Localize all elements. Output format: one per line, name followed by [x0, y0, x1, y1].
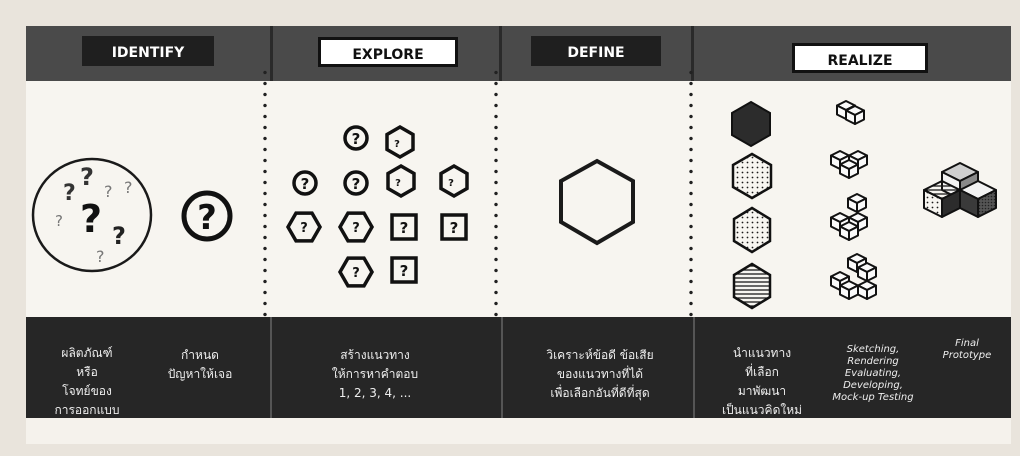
diagram-body	[26, 81, 1011, 343]
idea-option-icon: ?	[292, 170, 318, 196]
question-mark: ?	[352, 266, 360, 281]
stage-label-define: DEFINE	[531, 36, 661, 66]
idea-option-icon: ?	[343, 125, 369, 151]
dotted-divider	[263, 67, 267, 317]
question-mark: ?	[197, 198, 217, 238]
idea-option-icon: ?	[343, 170, 369, 196]
stage-label-identify: IDENTIFY	[82, 36, 214, 66]
cube-cluster-icon	[836, 100, 865, 125]
realize-description-1: นำแนวทาง ที่เลือก มาพัฒนา เป็นแนวคิดใหม่	[721, 346, 803, 417]
idea-option-icon: ?	[440, 213, 468, 241]
question-mark: ?	[400, 219, 409, 237]
idea-option-icon: ?	[285, 211, 323, 243]
question-mark: ?	[300, 221, 308, 236]
identify-description-1: ผลิตภัณฑ์ หรือ โจทย์ของ การออกแบบ	[54, 346, 120, 417]
question-mark: ?	[450, 219, 459, 237]
idea-option-icon: ?	[337, 211, 375, 243]
explore-description: สร้างแนวทาง ให้การหาคำตอบ 1, 2, 3, 4, ..…	[331, 348, 419, 400]
question-mark: ?	[112, 222, 126, 250]
question-cloud-icon: ? ? ? ? ? ? ? ?	[31, 157, 153, 273]
define-description: วิเคราะห์ข้อดี ข้อเสีย ของแนวทางที่ได้ เ…	[546, 348, 654, 400]
hexagon-column	[731, 100, 773, 310]
question-mark: ?	[104, 182, 113, 201]
question-mark: ?	[63, 181, 76, 206]
idea-option-icon: ?	[439, 163, 469, 199]
final-prototype-icon	[923, 162, 997, 218]
solid-hexagon-icon	[731, 100, 771, 148]
stage-label-realize: REALIZE	[792, 43, 928, 73]
question-mark: ?	[80, 197, 102, 241]
idea-option-icon: ?	[337, 256, 375, 288]
dotted-divider	[494, 67, 498, 317]
question-mark: ?	[400, 262, 409, 280]
question-mark: ?	[394, 139, 400, 150]
identify-description-2: กำหนด ปัญหาให้เจอ	[167, 348, 233, 381]
footer-divider	[693, 317, 695, 418]
problem-question-icon: ?	[181, 190, 233, 242]
header-divider	[270, 26, 273, 81]
question-mark: ?	[55, 212, 63, 230]
question-mark: ?	[395, 178, 401, 189]
header-divider	[499, 26, 502, 81]
explore-shapes: ????????????	[285, 124, 469, 288]
idea-option-icon: ?	[390, 213, 418, 241]
realize-description-2: Sketching, Rendering Evaluating, Develop…	[832, 344, 914, 403]
question-mark: ?	[96, 247, 105, 266]
question-mark: ?	[124, 178, 133, 197]
striped-hexagon-icon	[732, 262, 772, 310]
idea-option-icon: ?	[386, 163, 416, 199]
cube-cluster-icon	[830, 253, 877, 300]
question-mark: ?	[352, 175, 361, 193]
dotted-hexagon-icon	[731, 152, 773, 200]
question-mark: ?	[301, 175, 310, 193]
idea-option-icon: ?	[385, 124, 415, 160]
header-divider	[691, 26, 694, 81]
cube-cluster-icon	[830, 193, 868, 241]
question-mark: ?	[448, 178, 454, 189]
question-mark: ?	[80, 163, 94, 191]
footer-divider	[270, 317, 272, 418]
footer-bar	[26, 317, 1011, 418]
footer-divider	[501, 317, 503, 418]
cube-clusters	[830, 100, 997, 300]
dotted-hexagon-icon	[732, 206, 772, 254]
question-mark: ?	[352, 130, 361, 148]
chosen-hexagon-icon	[559, 158, 635, 246]
dotted-divider	[689, 67, 693, 317]
realize-description-3: Final Prototype	[942, 338, 992, 361]
question-mark: ?	[352, 221, 360, 236]
cube-cluster-icon	[830, 150, 868, 179]
stage-label-explore: EXPLORE	[318, 37, 458, 67]
idea-option-icon: ?	[390, 256, 418, 284]
